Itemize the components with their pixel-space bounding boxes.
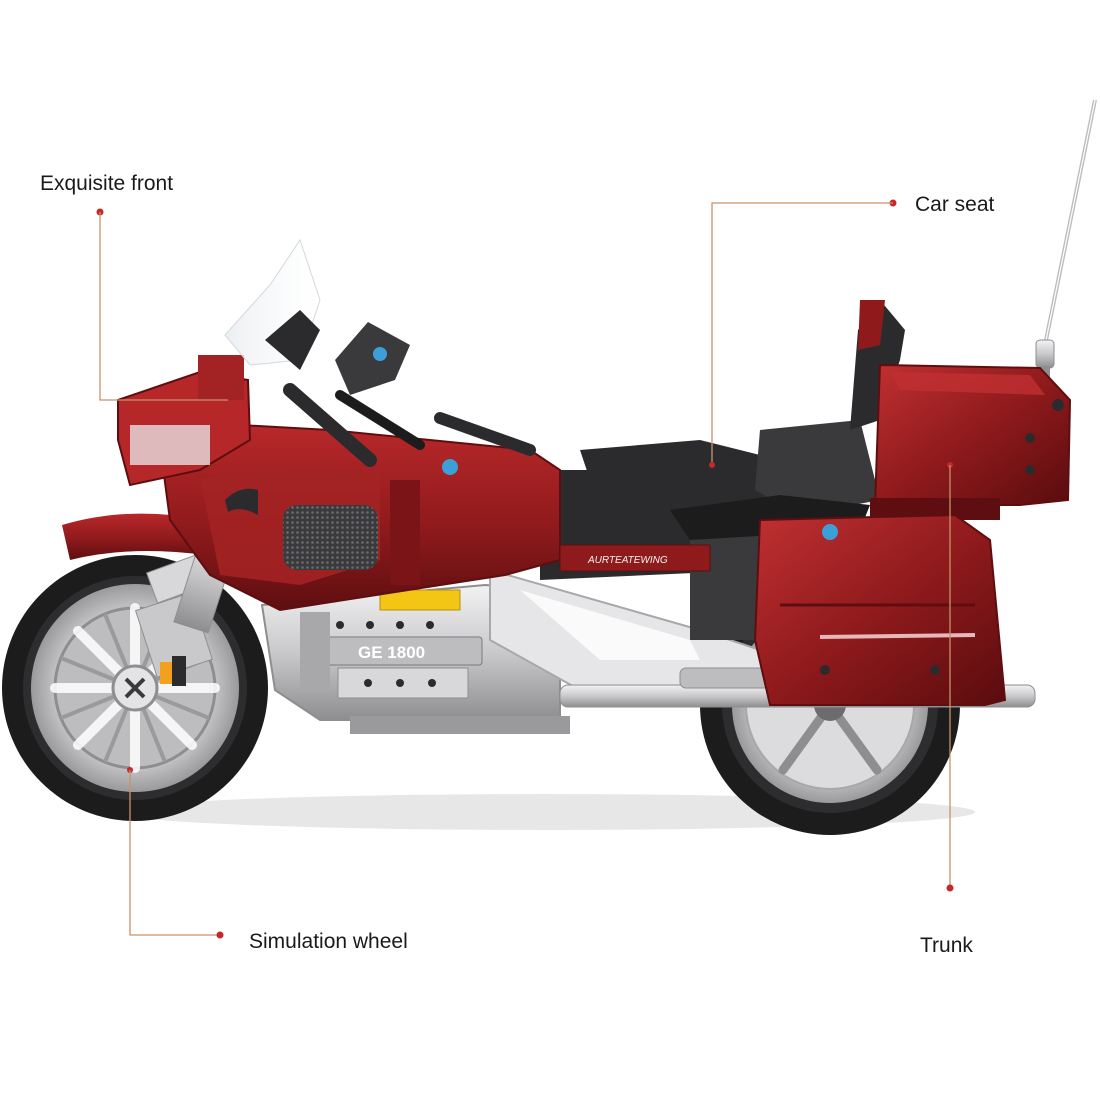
callout-seat-leader xyxy=(709,199,897,468)
seat xyxy=(580,300,905,540)
callout-label-wheel: Simulation wheel xyxy=(249,930,408,953)
front-fender xyxy=(62,513,205,560)
side-vent-grille xyxy=(283,505,378,570)
callout-trunk-leader xyxy=(946,462,954,892)
engine-plate-text: GE 1800 xyxy=(358,643,425,662)
bolt-icon xyxy=(373,347,387,361)
antenna xyxy=(1035,99,1097,380)
engine-block xyxy=(260,583,570,734)
top-trunk xyxy=(870,363,1072,520)
side-badge-text: AURTEATEWING xyxy=(587,555,668,566)
callout-front-leader xyxy=(96,208,228,401)
callout-label-trunk: Trunk xyxy=(920,934,973,957)
handlebar xyxy=(265,310,536,475)
front-wheel xyxy=(2,555,268,821)
saddlebag xyxy=(753,513,1007,706)
callout-wheel-leader xyxy=(127,767,224,939)
callout-label-seat: Car seat xyxy=(915,193,995,216)
callout-label-front: Exquisite front xyxy=(40,172,174,195)
